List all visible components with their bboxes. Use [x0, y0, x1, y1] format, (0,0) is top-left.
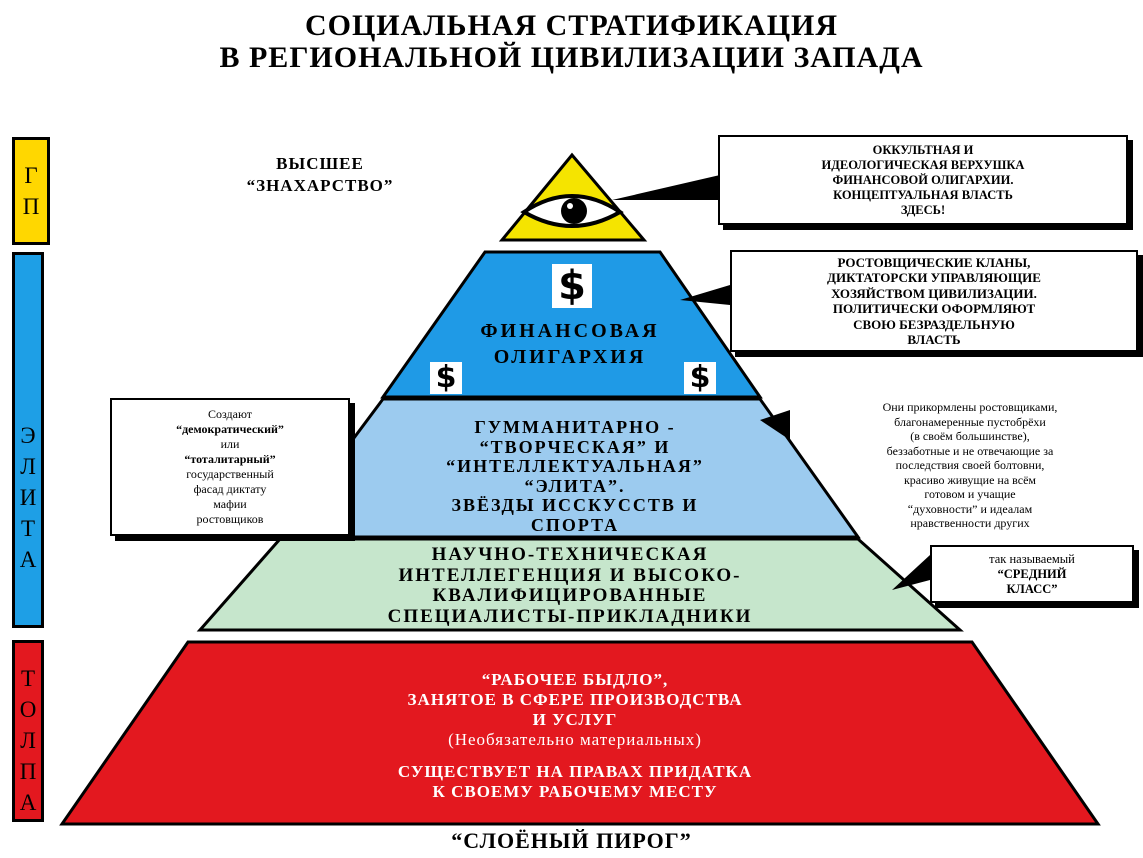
top-tier-label-line: ВЫСШЕЕ	[276, 154, 364, 173]
callout-fed-line: Они прикормлены ростовщиками,	[882, 400, 1058, 414]
band-crowd: Т О Л П А	[12, 640, 44, 822]
callout-middle-class: так называемый “СРЕДНИЙ КЛАСС”	[930, 545, 1134, 603]
callout-occult: ОККУЛЬТНАЯ И ИДЕОЛОГИЧЕСКАЯ ВЕРХУШКА ФИН…	[718, 135, 1128, 225]
technical-tier-line: КВАЛИФИЦИРОВАННЫЕ	[432, 585, 708, 606]
title-line-2: В РЕГИОНАЛЬНОЙ ЦИВИЛИЗАЦИИ ЗАПАДА	[219, 41, 924, 74]
workers-tier-line: ЗАНЯТОЕ В СФЕРЕ ПРОИЗВОДСТВА	[407, 690, 743, 709]
humanitarian-tier-line: СПОРТА	[530, 514, 620, 535]
callout-fed: Они прикормлены ростовщиками, благонамер…	[800, 400, 1140, 531]
band-crowd-letter: П	[19, 759, 37, 784]
callout-fed-pointer	[760, 410, 790, 440]
callout-middle-line: “СРЕДНИЙ	[997, 566, 1067, 581]
band-crowd-letter: О	[19, 697, 37, 722]
callout-facade-line: “демократический”	[176, 422, 284, 436]
financial-tier-line: ФИНАНСОВАЯ	[480, 320, 660, 342]
band-crowd-letter: Л	[20, 728, 36, 753]
technical-tier-line: НАУЧНО-ТЕХНИЧЕСКАЯ	[431, 544, 709, 565]
band-crowd-letter: А	[19, 790, 37, 815]
callout-usury-line: ДИКТАТОРСКИ УПРАВЛЯЮЩИЕ	[827, 270, 1041, 285]
callout-facade-line: государственный	[186, 467, 274, 481]
humanitarian-tier-line: “ИНТЕЛЛЕКТУАЛЬНАЯ”	[446, 456, 704, 476]
top-tier-label-line: “ЗНАХАРСТВО”	[246, 176, 394, 195]
callout-usury-line: ПОЛИТИЧЕСКИ ОФОРМЛЯЮТ	[832, 301, 1036, 316]
callout-fed-line: последствия своей болтовни,	[895, 458, 1045, 472]
band-gp-letter: Г	[24, 163, 38, 188]
callout-occult-line: ИДЕОЛОГИЧЕСКАЯ ВЕРХУШКА	[821, 157, 1025, 172]
workers-tier-line: К СВОЕМУ РАБОЧЕМУ МЕСТУ	[432, 782, 718, 801]
callout-fed-line: нравственности других	[910, 516, 1030, 530]
technical-tier-line: ИНТЕЛЛЕГЕНЦИЯ И ВЫСОКО-	[398, 564, 742, 586]
technical-tier-line: СПЕЦИАЛИСТЫ-ПРИКЛАДНИКИ	[387, 605, 753, 627]
band-elite-letter: А	[19, 547, 37, 572]
dollar-icon: $	[552, 264, 592, 308]
callout-usury-pointer	[680, 285, 730, 305]
callout-usury: РОСТОВЩИЧЕСКИЕ КЛАНЫ, ДИКТАТОРСКИ УПРАВЛ…	[730, 250, 1138, 352]
pyramid-financial-tier	[380, 250, 763, 399]
callout-fed-line: готовом и учащие	[924, 487, 1016, 501]
diagram-title: СОЦИАЛЬНАЯ СТРАТИФИКАЦИЯ В РЕГИОНАЛЬНОЙ …	[0, 10, 1143, 74]
band-crowd-letter: Т	[20, 666, 36, 691]
workers-tier-line: СУЩЕСТВУЕТ НА ПРАВАХ ПРИДАТКА	[397, 762, 753, 781]
callout-fed-line: беззаботные и не отвечающие за	[886, 443, 1054, 458]
band-elite-letter: Л	[20, 454, 36, 479]
callout-facade-line: или	[220, 437, 240, 451]
financial-tier-line: ОЛИГАРХИЯ	[493, 346, 647, 368]
band-gp: Г П	[12, 137, 50, 245]
callout-usury-line: РОСТОВЩИЧЕСКИЕ КЛАНЫ,	[837, 254, 1031, 270]
callout-usury-line: ВЛАСТЬ	[907, 332, 961, 347]
eye-icon	[520, 194, 624, 228]
callout-middle-line: так называемый	[989, 551, 1075, 566]
callout-middle-line: КЛАСС”	[1006, 581, 1058, 596]
callout-occult-line: ОККУЛЬТНАЯ И	[872, 142, 974, 157]
callout-facade-line: мафии	[213, 497, 247, 511]
callout-fed-line: (в своём большинстве),	[910, 429, 1030, 443]
callout-facade-line: ростовщиков	[196, 512, 264, 526]
dollar-icon: $	[684, 362, 716, 394]
band-elite-letter: Э	[20, 423, 36, 448]
pyramid-technical-tier	[196, 537, 964, 632]
humanitarian-tier-line: ЗВЁЗДЫ ИССКУССТВ И	[451, 495, 699, 515]
humanitarian-tier-line: ГУММАНИТАРНО -	[474, 417, 676, 437]
callout-facade-line: Создают	[207, 407, 252, 421]
workers-tier-line: И УСЛУГ	[532, 710, 618, 729]
financial-tier-text: ФИНАНСОВАЯ ОЛИГАРХИЯ	[420, 318, 720, 370]
humanitarian-tier-line: “ТВОРЧЕСКАЯ” И	[479, 436, 671, 457]
callout-facade: Создают “демократический” или “тоталитар…	[110, 398, 350, 536]
top-tier-label: ВЫСШЕЕ “ЗНАХАРСТВО”	[200, 153, 440, 197]
workers-tier-note: (Необязательно материальных)	[448, 730, 702, 749]
title-line-1: СОЦИАЛЬНАЯ СТРАТИФИКАЦИЯ	[304, 9, 839, 42]
callout-fed-line: красиво живущие на всём	[903, 472, 1037, 487]
band-elite: Э Л И Т А	[12, 252, 44, 628]
band-elite-letter: И	[19, 485, 37, 510]
bottom-caption: “СЛОЁНЫЙ ПИРОГ”	[451, 828, 692, 853]
humanitarian-tier-line: “ЭЛИТА”.	[524, 475, 626, 496]
callout-occult-line: КОНЦЕПТУАЛЬНАЯ ВЛАСТЬ	[833, 187, 1013, 202]
workers-tier-line: “РАБОЧЕЕ БЫДЛО”,	[481, 670, 669, 689]
callout-facade-line: фасад диктату	[193, 482, 267, 496]
pyramid-workers-tier	[59, 640, 1101, 826]
callout-occult-pointer	[612, 175, 720, 200]
callout-occult-line: ЗДЕСЬ!	[900, 202, 946, 217]
technical-tier-text: НАУЧНО-ТЕХНИЧЕСКАЯ ИНТЕЛЛЕГЕНЦИЯ И ВЫСОК…	[250, 544, 890, 627]
callout-facade-line: “тоталитарный”	[184, 452, 276, 466]
callout-fed-line: “духовности” и идеалам	[907, 501, 1033, 516]
band-gp-letter: П	[22, 194, 40, 219]
callout-middle-pointer	[892, 555, 930, 590]
band-elite-letter: Т	[20, 516, 36, 541]
dollar-icon: $	[430, 362, 462, 394]
callout-occult-line: ФИНАНСОВОЙ ОЛИГАРХИИ.	[832, 172, 1014, 187]
callout-usury-line: ХОЗЯЙСТВОМ ЦИВИЛИЗАЦИИ.	[831, 285, 1037, 301]
callout-fed-line: благонамеренные пустобрёхи	[894, 414, 1046, 429]
callout-usury-line: СВОЮ БЕЗРАЗДЕЛЬНУЮ	[853, 316, 1015, 332]
humanitarian-tier-text: ГУММАНИТАРНО - “ТВОРЧЕСКАЯ” И “ИНТЕЛЛЕКТ…	[340, 417, 810, 535]
workers-tier-text: “РАБОЧЕЕ БЫДЛО”, ЗАНЯТОЕ В СФЕРЕ ПРОИЗВО…	[160, 670, 990, 802]
